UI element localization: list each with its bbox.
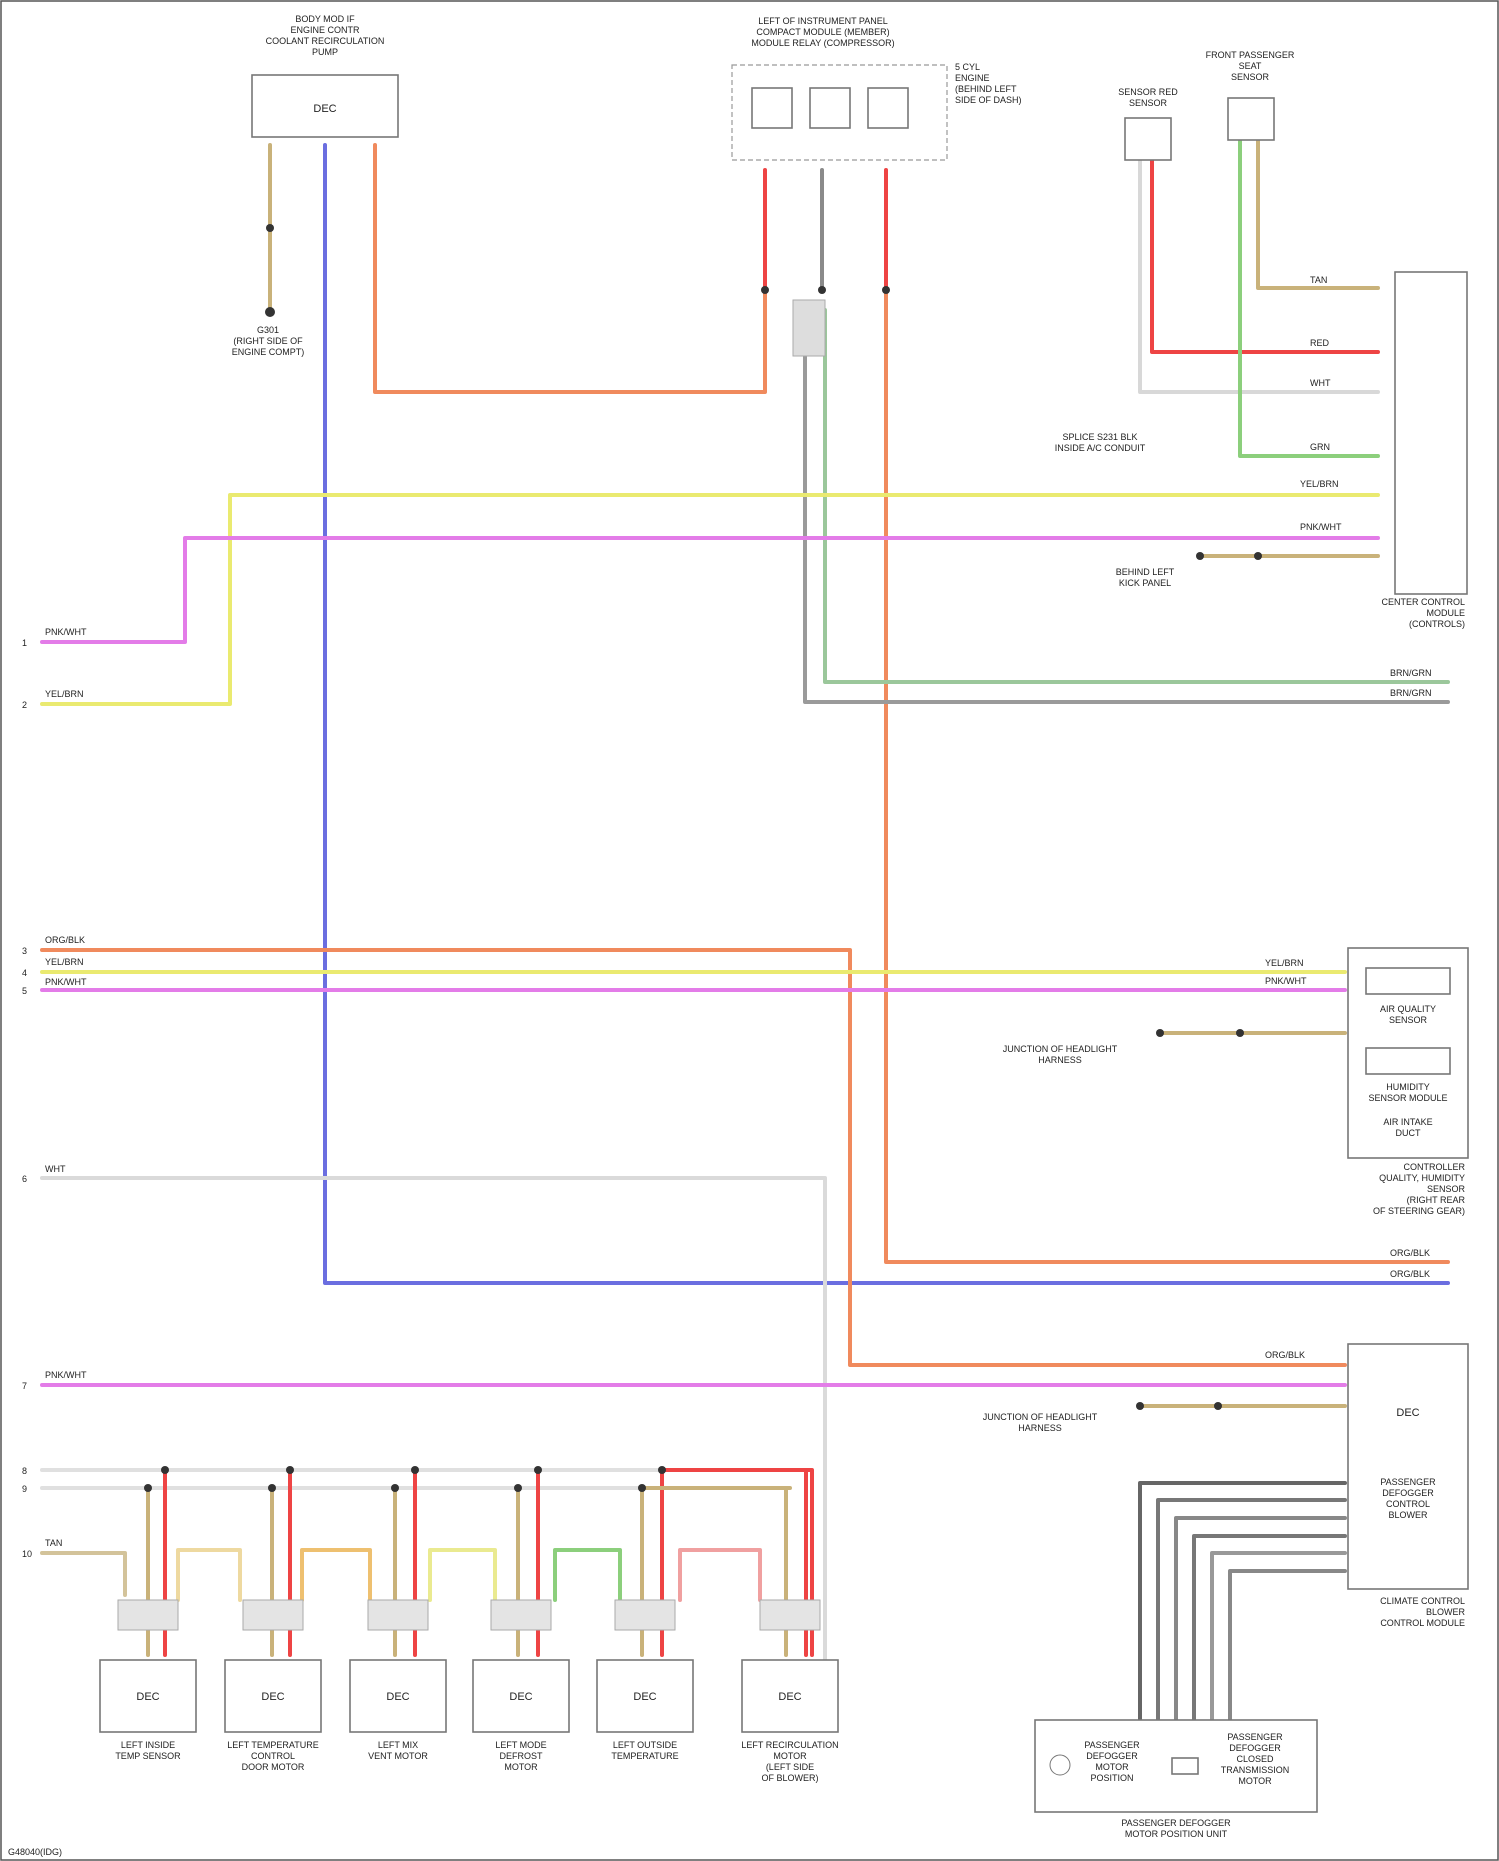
left-pin-number: 4	[22, 968, 27, 978]
top-left-module-code: DEC	[313, 103, 336, 115]
svg-text:GRN: GRN	[1310, 442, 1330, 452]
svg-text:RED: RED	[1310, 338, 1330, 348]
svg-text:PNK/WHT: PNK/WHT	[45, 627, 87, 637]
svg-text:YEL/BRN: YEL/BRN	[1265, 958, 1304, 968]
svg-text:PNK/WHT: PNK/WHT	[45, 977, 87, 987]
svg-text:PNK/WHT: PNK/WHT	[1300, 522, 1342, 532]
lower-right-module-code: DEC	[1396, 1407, 1419, 1419]
bottom-module-code: DEC	[509, 1691, 532, 1703]
bottom-module-code: DEC	[136, 1691, 159, 1703]
svg-text:BRN/GRN: BRN/GRN	[1390, 688, 1432, 698]
svg-text:ORG/BLK: ORG/BLK	[1390, 1248, 1430, 1258]
svg-text:TAN: TAN	[1310, 275, 1327, 285]
left-pin-number: 9	[22, 1484, 27, 1494]
svg-text:YEL/BRN: YEL/BRN	[45, 689, 84, 699]
bottom-module-code: DEC	[386, 1691, 409, 1703]
left-pin-number: 5	[22, 986, 27, 996]
left-pin-number: 8	[22, 1466, 27, 1476]
svg-text:YEL/BRN: YEL/BRN	[1300, 479, 1339, 489]
left-pin-number: 6	[22, 1174, 27, 1184]
left-pin-number: 7	[22, 1381, 27, 1391]
bottom-module-code: DEC	[261, 1691, 284, 1703]
svg-text:ORG/BLK: ORG/BLK	[1265, 1350, 1305, 1360]
footer-code: G48040(IDG)	[8, 1847, 62, 1857]
svg-text:ORG/BLK: ORG/BLK	[1390, 1269, 1430, 1279]
svg-text:BRN/GRN: BRN/GRN	[1390, 668, 1432, 678]
left-pin-number: 2	[22, 700, 27, 710]
svg-text:PNK/WHT: PNK/WHT	[1265, 976, 1307, 986]
bottom-module-code: DEC	[778, 1691, 801, 1703]
connector-block	[793, 300, 825, 356]
svg-text:ORG/BLK: ORG/BLK	[45, 935, 85, 945]
left-pin-number: 3	[22, 946, 27, 956]
svg-text:WHT: WHT	[45, 1164, 66, 1174]
svg-text:YEL/BRN: YEL/BRN	[45, 957, 84, 967]
svg-text:WHT: WHT	[1310, 378, 1331, 388]
svg-text:PNK/WHT: PNK/WHT	[45, 1370, 87, 1380]
left-pin-number: 1	[22, 638, 27, 648]
left-pin-number: 10	[22, 1549, 32, 1559]
svg-text:TAN: TAN	[45, 1538, 62, 1548]
bottom-module-code: DEC	[633, 1691, 656, 1703]
